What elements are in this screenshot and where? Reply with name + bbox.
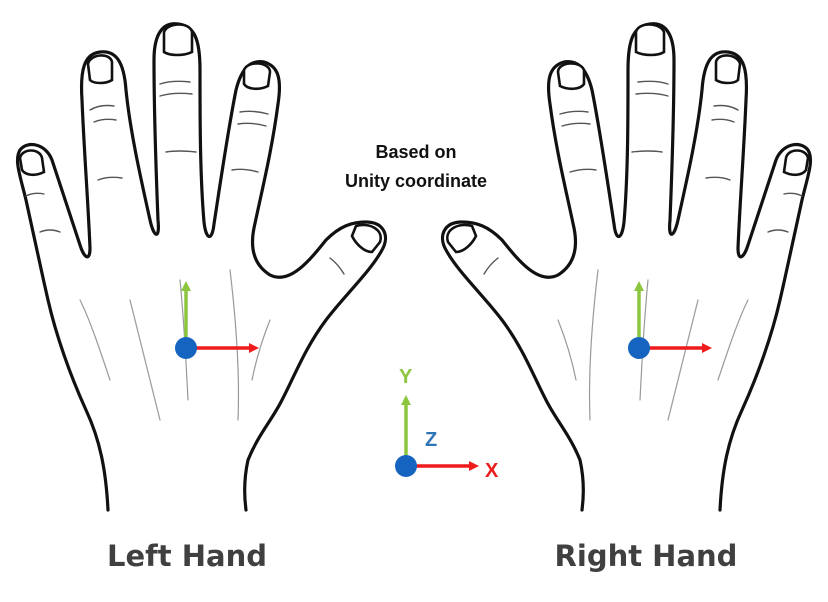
legend-x-label: X (485, 460, 499, 482)
left-hand-origin-dot (175, 337, 197, 359)
right-hand-label: Right Hand (555, 539, 738, 573)
header-line-2: Unity coordinate (345, 171, 487, 191)
left-hand-drawing (15, 22, 388, 512)
legend-z-label: Z (425, 429, 437, 451)
right-hand-origin-dot (628, 337, 650, 359)
right-hand-drawing (440, 22, 813, 512)
right-hand-axes (628, 281, 712, 359)
header-line-1: Based on (375, 142, 456, 162)
coordinate-legend: Y Z X (395, 366, 499, 482)
left-hand-axes (175, 281, 259, 359)
legend-origin-dot (395, 455, 417, 477)
legend-y-label: Y (399, 366, 413, 388)
left-hand-label: Left Hand (107, 539, 267, 573)
